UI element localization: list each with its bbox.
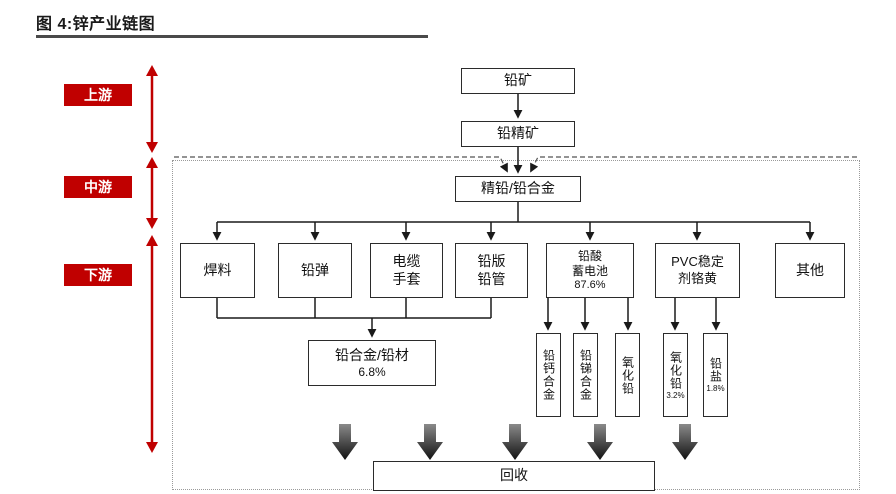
- node-lead-oxide-pvc: 氧化铅 3.2%: [663, 333, 688, 417]
- battery-share-pct: 87.6%: [574, 278, 606, 291]
- node-pvc-stabilizer-chrome-yellow: PVC稳定 剂铬黄: [655, 243, 740, 298]
- figure-title: 图 4:锌产业链图: [36, 16, 156, 33]
- node-label: 氧化铅: [668, 350, 683, 390]
- node-lead-acid-battery: 铅酸 蓄电池 87.6%: [546, 243, 634, 298]
- stage-arrow-upstream: [146, 65, 158, 153]
- node-cable-gloves: 电缆 手套: [370, 243, 443, 298]
- stage-arrow-midstream: [146, 157, 158, 229]
- title-underline: [36, 35, 428, 38]
- node-lead-salt: 铅盐 1.8%: [703, 333, 728, 417]
- node-recycle: 回收: [373, 461, 655, 491]
- stage-label-downstream: 下游: [64, 264, 132, 286]
- alloy-share-pct: 6.8%: [358, 364, 386, 379]
- node-lead-plate-pipe: 铅版 铅管: [455, 243, 528, 298]
- node-label: 铅钙合金: [541, 349, 556, 401]
- node-solder: 焊料: [180, 243, 255, 298]
- stage-label-upstream: 上游: [64, 84, 132, 106]
- stage-label-midstream: 中游: [64, 176, 132, 198]
- node-other: 其他: [775, 243, 845, 298]
- node-lead-calcium-alloy: 铅钙合金: [536, 333, 561, 417]
- node-label: 氧化铅: [620, 355, 635, 395]
- node-lead-oxide: 氧化铅: [615, 333, 640, 417]
- diagram-dotted-border: [172, 160, 860, 490]
- node-label: 铅盐: [708, 357, 723, 383]
- node-lead-ore: 铅矿: [461, 68, 575, 94]
- node-lead-bullet: 铅弹: [278, 243, 352, 298]
- node-lead-alloy-material: 铅合金/铅材 6.8%: [308, 340, 436, 386]
- node-label: 铅酸 蓄电池: [571, 248, 608, 278]
- salt-share-pct: 1.8%: [706, 384, 725, 393]
- node-refined-lead-alloy: 精铅/铅合金: [455, 176, 581, 202]
- node-lead-concentrate: 铅精矿: [461, 121, 575, 147]
- node-label: 铅锑合金: [578, 349, 593, 401]
- oxide-share-pct: 3.2%: [666, 390, 685, 400]
- node-lead-antimony-alloy: 铅锑合金: [573, 333, 598, 417]
- stage-arrow-downstream: [146, 235, 158, 453]
- node-label: 铅合金/铅材: [335, 347, 409, 364]
